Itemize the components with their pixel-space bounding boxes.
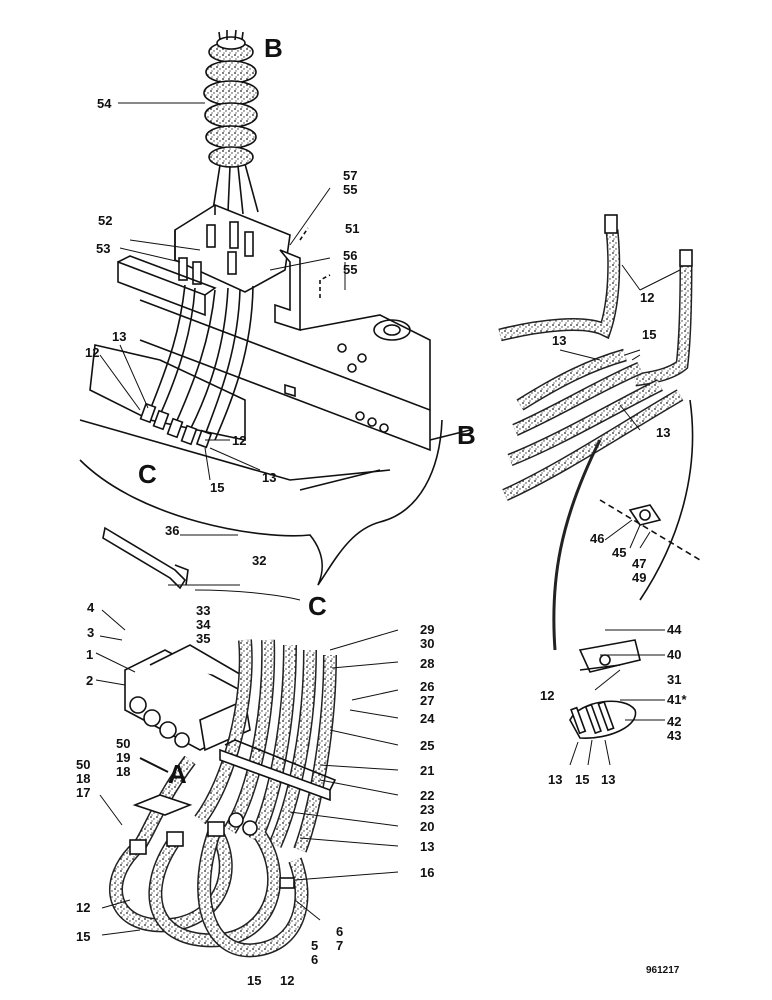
callouts-top: 54 57 55 52 51 56 55 53 13 12 12 13 15	[85, 96, 359, 495]
callout: 24	[420, 711, 435, 726]
callout: 20	[420, 819, 434, 834]
callout: 15	[575, 772, 589, 787]
callout: 26	[420, 679, 434, 694]
callout: 15	[210, 480, 224, 495]
callout: 17	[76, 785, 90, 800]
callout: 35	[196, 631, 210, 646]
callout: 45	[612, 545, 626, 560]
callout: 56	[343, 248, 357, 263]
top-assembly	[79, 29, 471, 586]
callout: 40	[667, 647, 681, 662]
callout: 50	[76, 757, 90, 772]
callout: 18	[76, 771, 90, 786]
callout: 1	[86, 647, 93, 662]
callout: 2	[86, 673, 93, 688]
callout: 19	[116, 750, 130, 765]
callout: 54	[97, 96, 112, 111]
view-label-b-top: B	[264, 33, 283, 63]
hose-fittings-bottom	[129, 812, 295, 889]
callout: 34	[196, 617, 211, 632]
callout: 12	[280, 973, 294, 988]
callout: 27	[420, 693, 434, 708]
callout: 13	[601, 772, 615, 787]
callout: 57	[343, 168, 357, 183]
callout: 12	[640, 290, 654, 305]
callout: 15	[247, 973, 261, 988]
callout: 31	[667, 672, 681, 687]
callouts-bottom: 36 32 33 34 35 4 3 1 2 50 19 18 50 18 17…	[76, 523, 435, 988]
gaiter-boot	[203, 29, 259, 168]
callout: 36	[165, 523, 179, 538]
callout: 13	[656, 425, 670, 440]
callout: 32	[252, 553, 266, 568]
hose-ends-top	[139, 402, 213, 449]
callout: 15	[642, 327, 656, 342]
callout: 43	[667, 728, 681, 743]
callout: 44	[667, 622, 682, 637]
callout: 49	[632, 570, 646, 585]
callout: 3	[87, 625, 94, 640]
hose-bundle-right	[502, 348, 684, 501]
callout: 22	[420, 788, 434, 803]
callout: 6	[311, 952, 318, 967]
callout: 7	[336, 938, 343, 953]
callout: 55	[343, 182, 357, 197]
callout: 50	[116, 736, 130, 751]
callout: 42	[667, 714, 681, 729]
callout: 4	[87, 600, 95, 615]
callout: 21	[420, 763, 434, 778]
view-label-b-right: B	[457, 420, 476, 450]
callout: 13	[112, 329, 126, 344]
view-label-c-top: C	[138, 459, 157, 489]
callout: 51	[345, 221, 359, 236]
callout: 55	[343, 262, 357, 277]
callout: 5	[311, 938, 318, 953]
figure-number: 961217	[646, 965, 680, 976]
callout: 12	[85, 345, 99, 360]
callout: 12	[232, 433, 246, 448]
bottom-assembly	[95, 102, 681, 958]
view-label-a: A	[168, 759, 187, 789]
callout: 15	[76, 929, 90, 944]
hose-fittings-right	[604, 214, 693, 267]
callout: 46	[590, 531, 604, 546]
callout: 30	[420, 636, 434, 651]
callout: 23	[420, 802, 434, 817]
callout: 13	[552, 333, 566, 348]
callout: 53	[96, 241, 110, 256]
callout: 16	[420, 865, 434, 880]
callout: 33	[196, 603, 210, 618]
view-label-c-bottom: C	[308, 591, 327, 621]
callout: 6	[336, 924, 343, 939]
callout: 12	[540, 688, 554, 703]
pilot-valves	[178, 221, 254, 285]
callout: 12	[76, 900, 90, 915]
callout: 41*	[667, 692, 687, 707]
callout: 13	[548, 772, 562, 787]
callout: 25	[420, 738, 434, 753]
callout: 29	[420, 622, 434, 637]
callouts-right: 12 15 13 13 46 45 47 49 44 40 31 12 41* …	[540, 290, 687, 787]
callout: 28	[420, 656, 434, 671]
callout: 13	[420, 839, 434, 854]
callout: 18	[116, 764, 130, 779]
callout: 47	[632, 556, 646, 571]
callout: 13	[262, 470, 276, 485]
right-assembly	[498, 214, 701, 739]
callout: 52	[98, 213, 112, 228]
